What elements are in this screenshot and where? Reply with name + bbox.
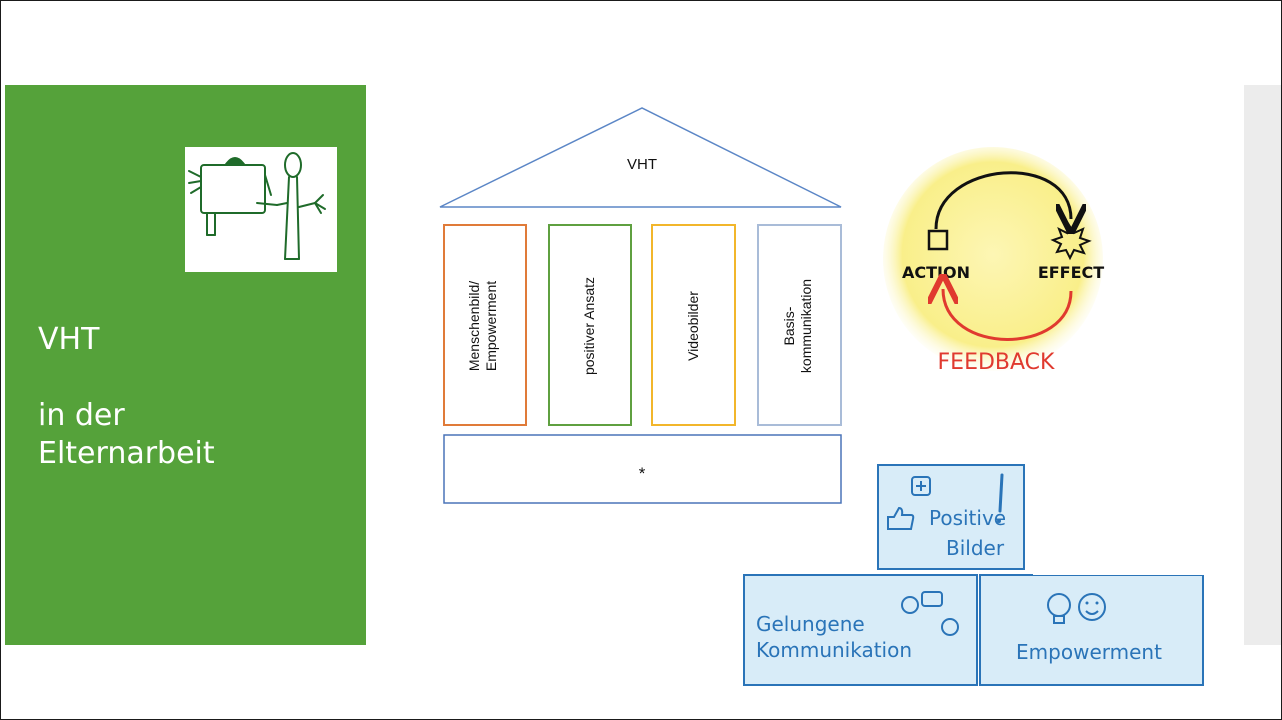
child-drawing-icon: [188, 152, 326, 260]
pillar-label: Videobilder: [685, 291, 701, 361]
top-box: [877, 464, 1025, 570]
action-label: ACTION: [902, 263, 970, 282]
right-side-strip: [1244, 85, 1281, 645]
burst-icon: [1050, 222, 1092, 261]
top-label-line2: Bilder: [946, 536, 1005, 560]
left-label-line2: Kommunikation: [756, 638, 912, 662]
action-square-icon: [927, 229, 949, 251]
lightbulb-icon: [1047, 593, 1071, 624]
feedback-arrow: [943, 289, 1073, 341]
pillar-positiver-ansatz: [548, 224, 632, 426]
pillar-label: positiver Ansatz: [581, 277, 597, 375]
title-spacer: [38, 359, 215, 397]
title-line-elternarbeit: Elternarbeit: [38, 436, 215, 471]
top-label-line1: Positive: [929, 506, 1006, 530]
pillar-basiskommunikation: [757, 224, 842, 426]
smiley-icon: [1078, 593, 1106, 621]
thumbs-up-icon: [887, 506, 915, 530]
pillar-label-line2: Empowerment: [483, 281, 499, 371]
pyramid-diagram: Positive Bilder Gelungene Kommunikation: [743, 464, 1033, 686]
exclamation-icon: [998, 473, 1004, 513]
right-label: Empowerment: [1016, 640, 1162, 664]
effect-label: EFFECT: [1038, 263, 1104, 282]
pillar-videobilder: [651, 224, 736, 426]
title-line-vht: VHT: [38, 322, 100, 357]
chat-bubbles-icon: [901, 596, 919, 614]
action-to-effect-arrow: [934, 171, 1071, 229]
base-label: *: [639, 464, 646, 483]
plus-icon: [911, 476, 931, 496]
slide-title: VHT in der Elternarbeit: [38, 321, 215, 473]
yellow-glow: [883, 147, 1103, 371]
empowerment-box: Empowerment: [979, 575, 1204, 686]
left-box: [743, 574, 978, 686]
pillar-label-line1: Basis-: [781, 306, 797, 345]
roof-label: VHT: [627, 156, 657, 173]
title-line-in-der: in der: [38, 398, 125, 433]
house-roof: [439, 107, 842, 208]
feedback-label: FEEDBACK: [938, 350, 1056, 375]
left-label-line1: Gelungene: [756, 612, 865, 636]
pillar-label-line1: Menschenbild/: [466, 281, 482, 371]
logo: [185, 147, 337, 272]
pillar-menschenbild: [443, 224, 527, 426]
pillar-label-line2: kommunikation: [798, 279, 814, 373]
feedback-loop-diagram: ACTION EFFECT FEEDBACK: [883, 147, 1104, 375]
